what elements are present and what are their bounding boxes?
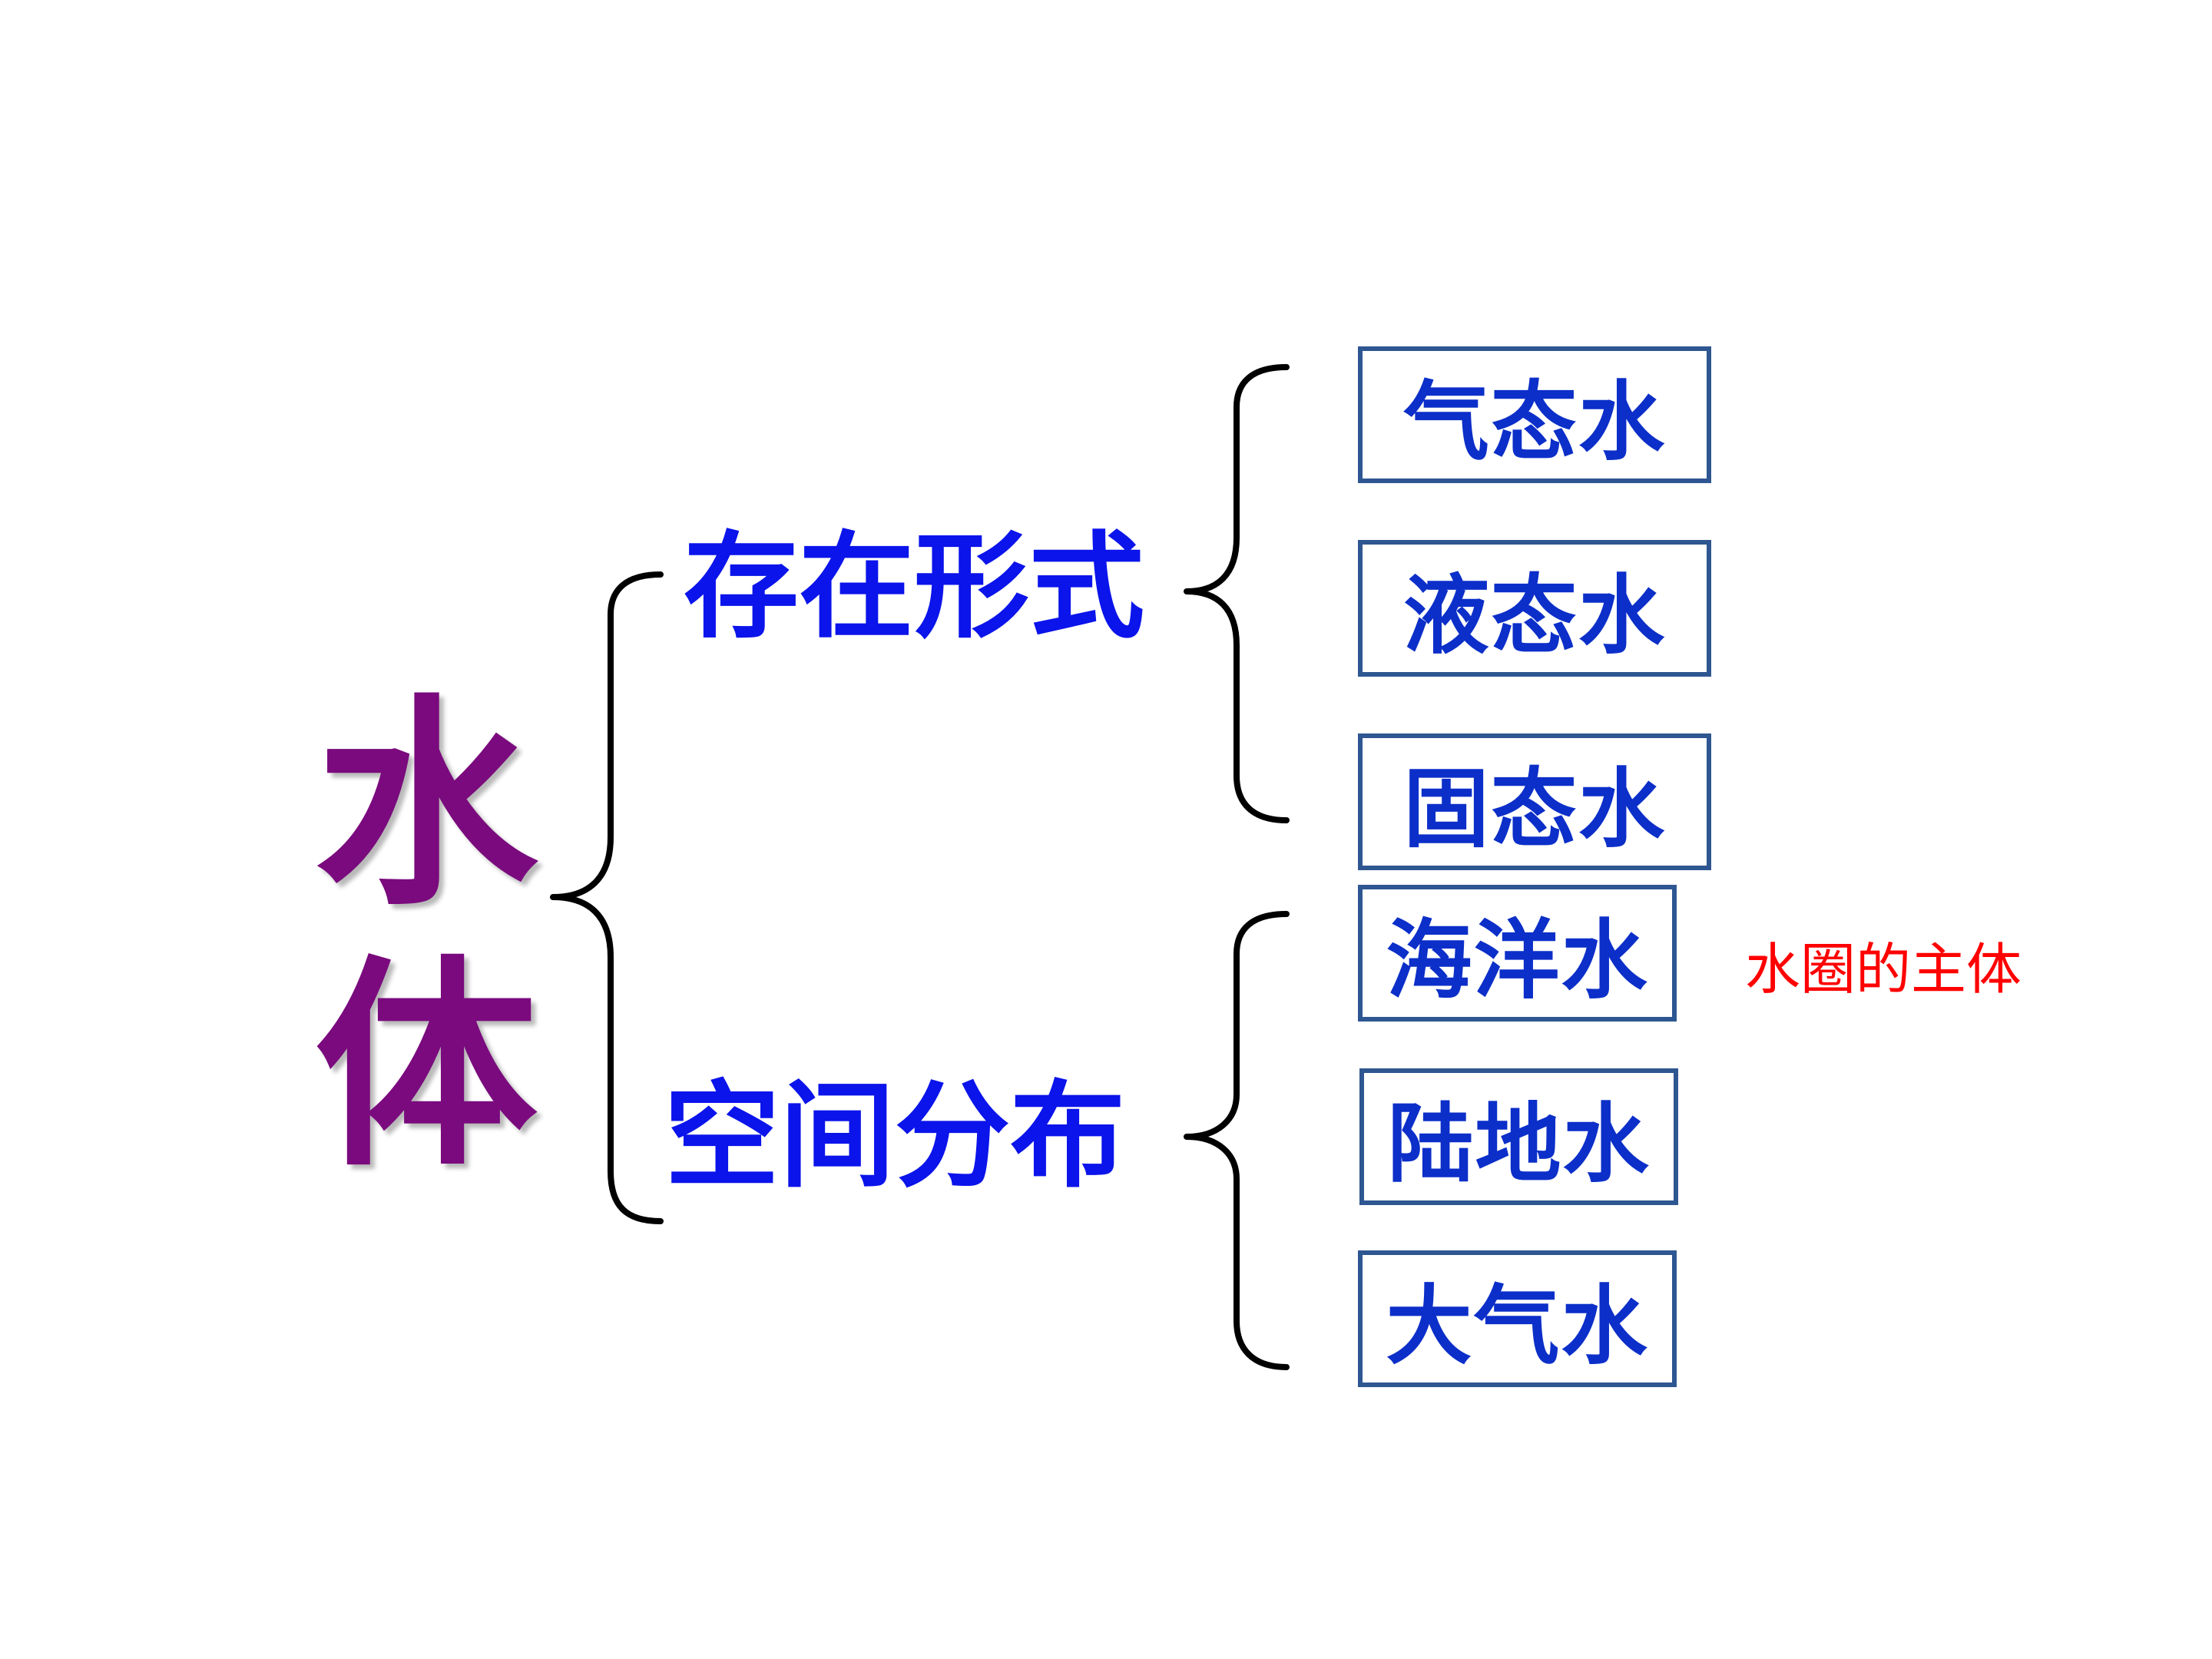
leaf-box-liquid-water: 液态水 [1358, 540, 1711, 677]
root-label-char-2: 体 [315, 938, 538, 1197]
annotation-main-body-of-hydrosphere: 水圈的主体 [1745, 937, 2022, 1002]
category-label-spatial-distribution: 空间分布 [664, 1070, 1126, 1204]
leaf-text: 固态水 [1403, 760, 1666, 859]
leaf-text: 海洋水 [1386, 911, 1649, 1011]
leaf-text: 气态水 [1403, 373, 1666, 472]
root-label-char-1: 水 [315, 677, 538, 935]
leaf-text: 大气水 [1386, 1277, 1649, 1376]
leaf-box-gaseous-water: 气态水 [1358, 346, 1711, 483]
leaf-text: 陆地水 [1387, 1094, 1651, 1194]
leaf-box-solid-water: 固态水 [1358, 733, 1711, 870]
leaf-box-land-water: 陆地水 [1359, 1068, 1678, 1205]
leaf-box-atmospheric-water: 大气水 [1358, 1250, 1677, 1387]
leaf-box-ocean-water: 海洋水 [1358, 885, 1677, 1022]
leaf-text: 液态水 [1403, 566, 1666, 666]
category-label-existence-form: 存在形式 [684, 521, 1145, 654]
